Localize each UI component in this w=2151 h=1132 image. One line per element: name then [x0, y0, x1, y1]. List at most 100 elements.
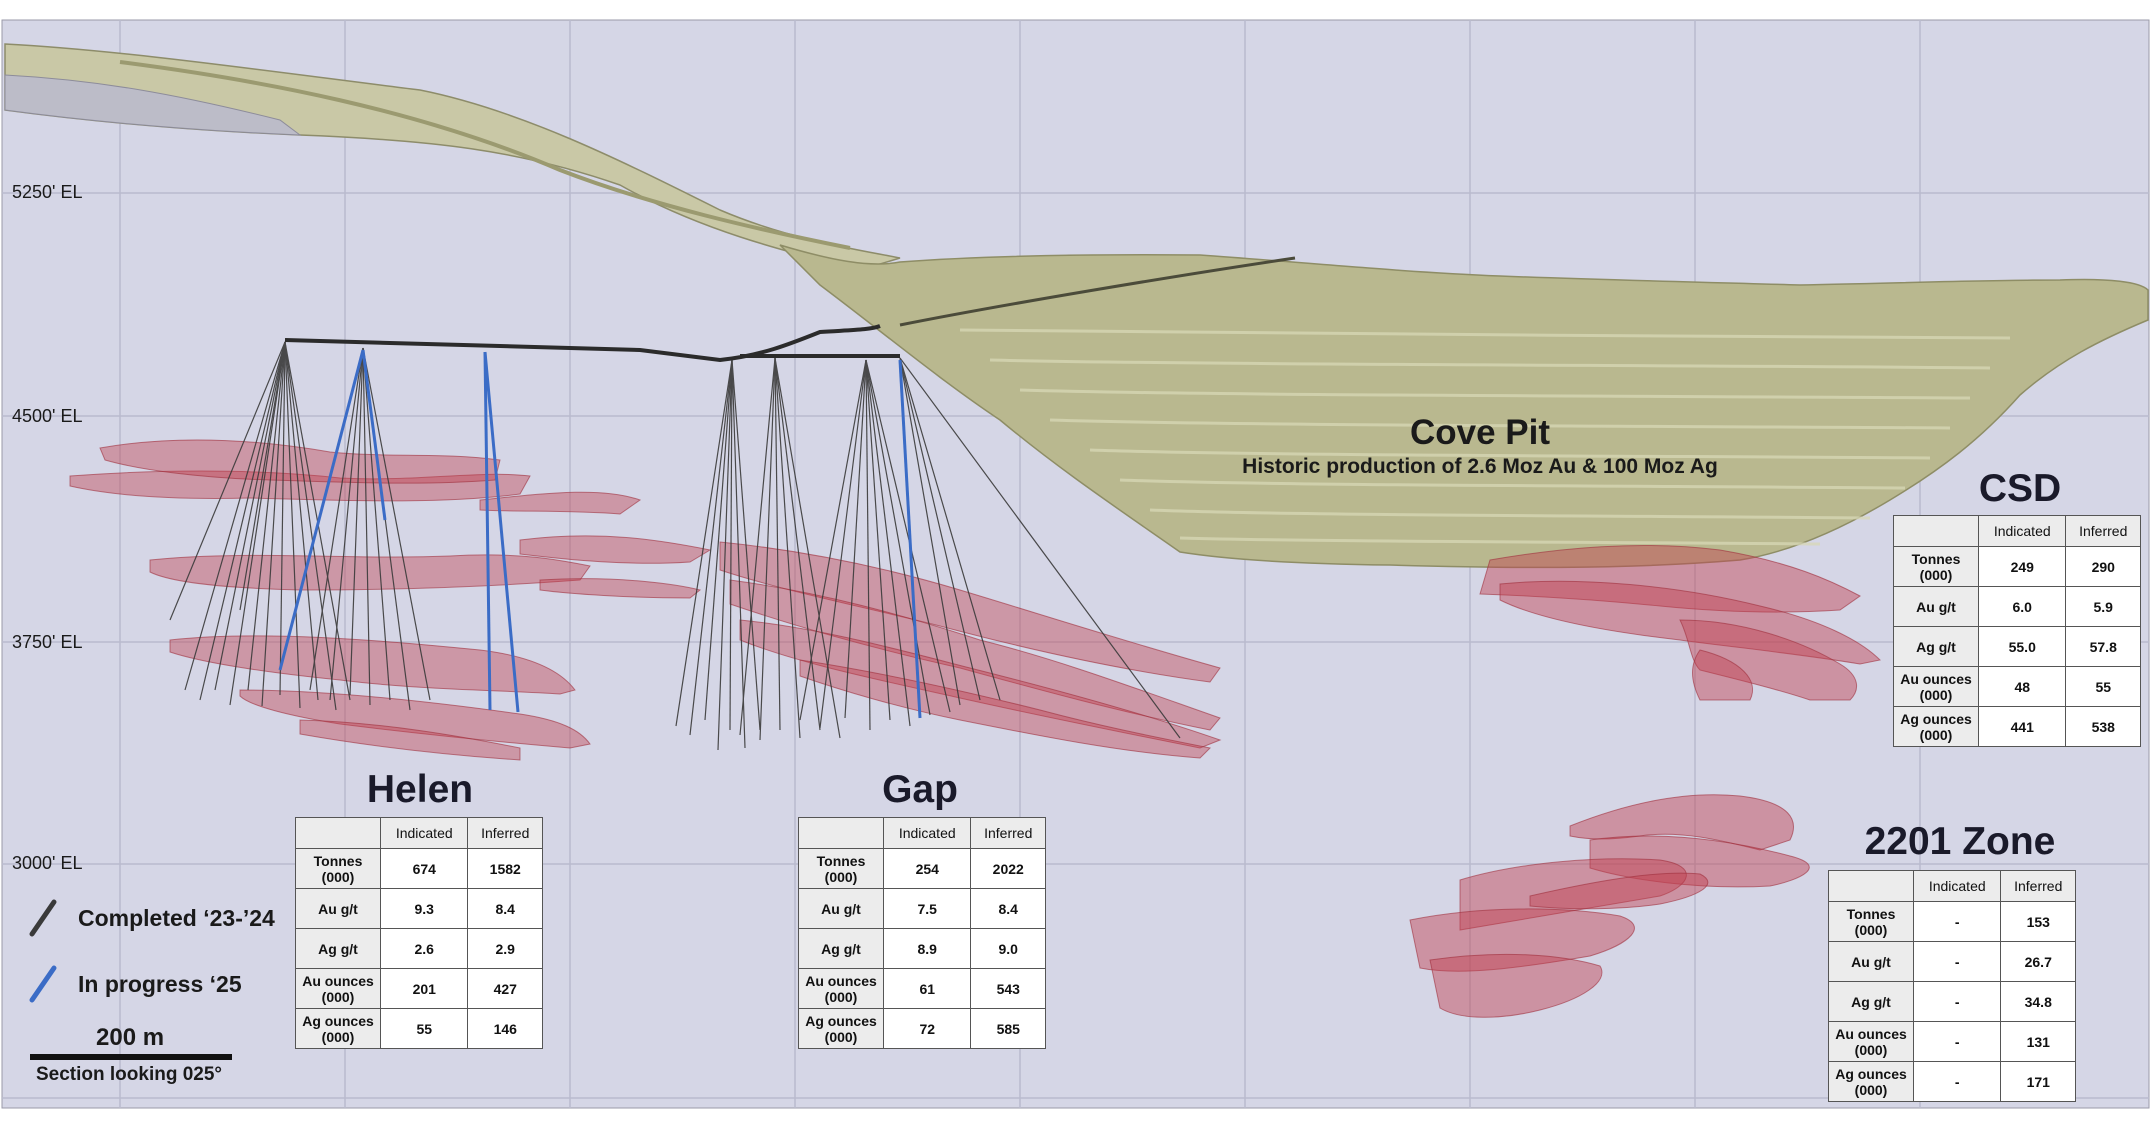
- legend-in-progress-label: In progress ‘25: [78, 970, 242, 997]
- pit-title: Cove Pit: [1409, 413, 1551, 452]
- row-label: Ag g/t: [798, 928, 884, 969]
- inferred-cell: 55: [2065, 666, 2141, 707]
- inferred-cell: 8.4: [970, 888, 1046, 929]
- underground-decline: [284, 324, 900, 363]
- section-orientation-label: Section looking 025°: [36, 1064, 223, 1085]
- row-label: Ag g/t: [295, 928, 381, 969]
- row-label: Au g/t: [1828, 941, 1914, 982]
- inferred-cell: 146: [467, 1008, 543, 1049]
- header-inferred: Inferred: [970, 817, 1046, 849]
- completed-line-icon: [24, 898, 68, 938]
- gap-zone: [719, 541, 1222, 759]
- zone-title-gap: Gap: [882, 768, 958, 811]
- 2201-zone: [1409, 794, 1810, 1018]
- inferred-cell: 9.0: [970, 928, 1046, 969]
- drill-holes-completed: [169, 341, 1181, 751]
- indicated-cell: 8.9: [882, 928, 972, 969]
- header-empty: [798, 817, 884, 849]
- table-header-row: Indicated Inferred: [1893, 515, 2141, 547]
- indicated-cell: 55: [379, 1008, 469, 1049]
- zone-title-helen: Helen: [366, 768, 474, 811]
- inferred-cell: 171: [2000, 1061, 2076, 1102]
- indicated-cell: 61: [882, 968, 972, 1009]
- header-indicated: Indicated: [379, 817, 469, 849]
- row-label: Au g/t: [1893, 586, 1979, 627]
- inferred-cell: 8.4: [467, 888, 543, 929]
- inferred-cell: 57.8: [2065, 626, 2141, 667]
- header-inferred: Inferred: [467, 817, 543, 849]
- table-row: Ag ounces(000)-171: [1828, 1061, 2076, 1102]
- indicated-cell: 441: [1977, 706, 2067, 747]
- header-inferred: Inferred: [2000, 870, 2076, 902]
- inferred-cell: 26.7: [2000, 941, 2076, 982]
- table-row: Ag g/t-34.8: [1828, 981, 2076, 1022]
- indicated-cell: 254: [882, 848, 972, 889]
- inferred-cell: 427: [467, 968, 543, 1009]
- indicated-cell: 201: [379, 968, 469, 1009]
- indicated-cell: -: [1912, 941, 2002, 982]
- row-label: Ag ounces(000): [1893, 706, 1979, 747]
- indicated-cell: 6.0: [1977, 586, 2067, 627]
- row-label: Ag ounces(000): [295, 1008, 381, 1049]
- header-empty: [295, 817, 381, 849]
- inferred-cell: 543: [970, 968, 1046, 1009]
- inferred-cell: 1582: [467, 848, 543, 889]
- elevation-label-5250: 5250' EL: [12, 182, 83, 202]
- row-label: Au ounces(000): [1893, 666, 1979, 707]
- legend-in-progress: In progress ‘25: [24, 964, 242, 1004]
- table-row: Tonnes(000)-153: [1828, 901, 2076, 942]
- row-label: Ag g/t: [1828, 981, 1914, 1022]
- header-empty: [1893, 515, 1979, 547]
- inferred-cell: 5.9: [2065, 586, 2141, 627]
- inferred-cell: 2022: [970, 848, 1046, 889]
- pit-benches: [959, 328, 2011, 546]
- row-label: Tonnes(000): [798, 848, 884, 889]
- zone-title-csd: CSD: [1978, 467, 2062, 510]
- surface-band: [119, 60, 851, 250]
- scale-bar-label: 200 m: [96, 1024, 165, 1051]
- header-indicated: Indicated: [882, 817, 972, 849]
- row-label: Tonnes(000): [1893, 546, 1979, 587]
- row-label: Au ounces(000): [295, 968, 381, 1009]
- indicated-cell: -: [1912, 981, 2002, 1022]
- row-label: Tonnes(000): [1828, 901, 1914, 942]
- inferred-cell: 131: [2000, 1021, 2076, 1062]
- row-label: Tonnes(000): [295, 848, 381, 889]
- table-header-row: Indicated Inferred: [798, 817, 1046, 849]
- header-indicated: Indicated: [1977, 515, 2067, 547]
- surface-topography-grey: [4, 74, 302, 136]
- indicated-cell: 9.3: [379, 888, 469, 929]
- pit-subtitle: Historic production of 2.6 Moz Au & 100 …: [1242, 455, 1718, 478]
- row-label: Ag g/t: [1893, 626, 1979, 667]
- inferred-cell: 585: [970, 1008, 1046, 1049]
- drill-holes-in-progress: [278, 349, 922, 719]
- helen-zone: [69, 439, 712, 761]
- row-label: Au g/t: [798, 888, 884, 929]
- table-header-row: Indicated Inferred: [1828, 870, 2076, 902]
- indicated-cell: 249: [1977, 546, 2067, 587]
- in-progress-line-icon: [24, 964, 68, 1004]
- elevation-label-4500: 4500' EL: [12, 406, 83, 426]
- resource-table-2201-zone: Indicated Inferred Tonnes(000)-153 Au g/…: [1828, 870, 2076, 1102]
- zone-title-2201: 2201 Zone: [1864, 820, 2056, 863]
- table-row: Au ounces(000)-131: [1828, 1021, 2076, 1062]
- indicated-cell: -: [1912, 1061, 2002, 1102]
- inferred-cell: 290: [2065, 546, 2141, 587]
- table-row: Au g/t-26.7: [1828, 941, 2076, 982]
- table-header-row: Indicated Inferred: [295, 817, 543, 849]
- indicated-cell: 674: [379, 848, 469, 889]
- indicated-cell: 7.5: [882, 888, 972, 929]
- indicated-cell: 72: [882, 1008, 972, 1049]
